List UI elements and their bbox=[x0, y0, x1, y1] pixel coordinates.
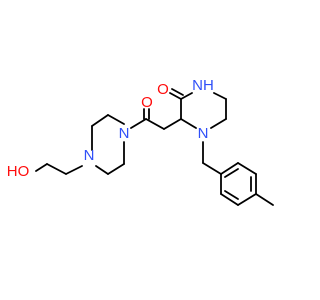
bond-n4-c3 bbox=[180, 118, 197, 129]
bond-ar-double-1 bbox=[224, 168, 239, 178]
molecule-structure: HO N N O O NH N bbox=[7, 77, 274, 206]
atom-label-nitrogen-piperazine: N bbox=[84, 147, 95, 164]
bond-c2-nh bbox=[180, 92, 193, 100]
bond-ethyl bbox=[46, 163, 67, 175]
atom-label-oxygen-lactam: O bbox=[157, 81, 169, 98]
bond-methyl bbox=[255, 193, 274, 206]
bond-ho-ch2 bbox=[35, 163, 48, 172]
bond-pip-3 bbox=[107, 114, 125, 125]
bond-lactam-double-b bbox=[171, 88, 184, 96]
bond-ch2-c3 bbox=[163, 118, 182, 130]
bond-ar-2 bbox=[220, 193, 239, 206]
atom-label-nitrogen-amide: N bbox=[119, 125, 130, 142]
bond-pip-2 bbox=[91, 114, 109, 127]
bond-nh-c bbox=[213, 92, 227, 100]
bond-ar-3 bbox=[237, 193, 257, 206]
bond-lactam-double-a bbox=[169, 92, 182, 100]
atom-label-oxygen-ketone: O bbox=[141, 94, 153, 111]
bond-ar-double-2 bbox=[224, 190, 239, 200]
bond-c-n4 bbox=[210, 118, 227, 129]
bond-pip-6 bbox=[95, 165, 109, 175]
bond-c-ch2 bbox=[145, 118, 165, 130]
atom-label-layer: HO N N O O NH N bbox=[7, 77, 214, 180]
atom-label-nitrogen-lactam: NH bbox=[192, 77, 214, 94]
bond-ar-5 bbox=[237, 162, 257, 175]
atom-label-hydroxyl: HO bbox=[7, 163, 30, 180]
bond-ch2-ring bbox=[202, 162, 222, 175]
bond-amide-n-c bbox=[130, 118, 147, 129]
atom-label-nitrogen-benzyl: N bbox=[198, 125, 209, 142]
bond-pip-5 bbox=[107, 163, 125, 175]
bond-layer bbox=[35, 88, 274, 206]
bond-ethyl-n bbox=[65, 165, 83, 175]
bond-ar-6 bbox=[220, 162, 239, 175]
